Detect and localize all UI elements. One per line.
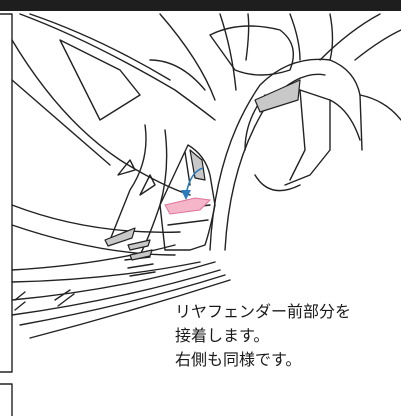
rear-fender-front-part xyxy=(159,144,216,251)
top-bar xyxy=(0,0,401,11)
gray-part-mirror-inner xyxy=(254,79,301,113)
front-fender xyxy=(109,124,147,241)
gray-part-intake xyxy=(104,227,136,247)
adhesive-highlight xyxy=(164,197,212,215)
left-panel-frame xyxy=(0,13,13,373)
instruction-text: リヤフェンダー前部分を 接着します。 右側も同様です。 xyxy=(175,300,351,372)
rear-wheel-arch xyxy=(209,58,361,251)
instruction-line-3: 右側も同様です。 xyxy=(175,350,302,369)
left-panel-frame-lower xyxy=(0,383,13,416)
a-pillar xyxy=(11,39,191,196)
mirror xyxy=(209,25,294,76)
instruction-line-2: 接着します。 xyxy=(175,326,270,345)
roof-line xyxy=(159,13,216,101)
instruction-line-1: リヤフェンダー前部分を xyxy=(175,302,352,321)
gray-part-fender xyxy=(189,149,206,181)
windshield-outline xyxy=(19,13,216,121)
side-skirt xyxy=(11,269,221,316)
door-line xyxy=(11,204,181,233)
attach-arrow-head xyxy=(181,190,191,200)
